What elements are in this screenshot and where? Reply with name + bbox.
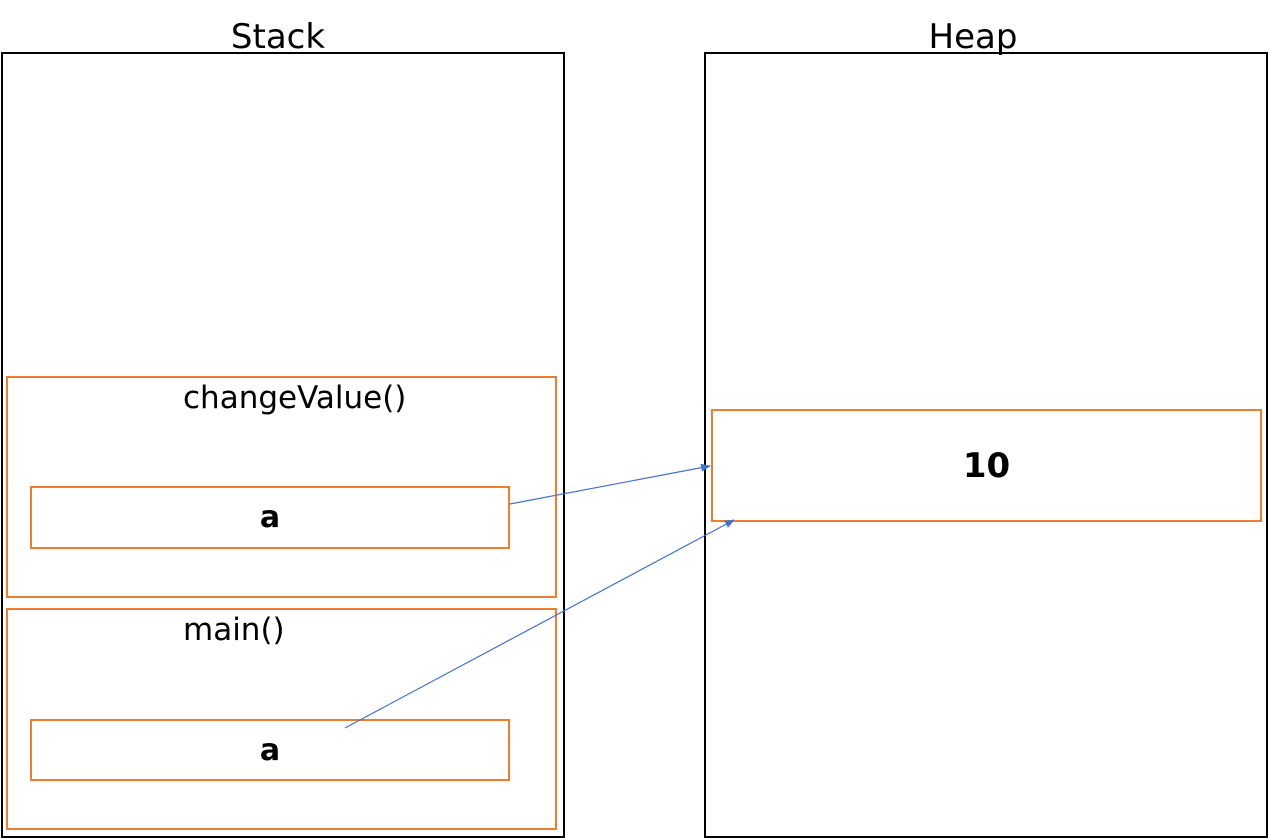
frame-label-changevalue: changeValue()	[183, 380, 407, 416]
heap-object-value: 10	[962, 445, 1011, 486]
frame-label-main: main()	[183, 612, 285, 648]
variable-box-changevalue-a: a	[30, 486, 510, 549]
heap-title: Heap	[928, 17, 1018, 57]
variable-box-main-a: a	[30, 719, 510, 781]
variable-label-main-a: a	[259, 732, 281, 768]
stack-region	[1, 52, 565, 838]
heap-region	[704, 52, 1268, 838]
heap-object: 10	[711, 409, 1262, 522]
stack-title: Stack	[230, 17, 326, 57]
variable-label-changevalue-a: a	[259, 500, 281, 535]
